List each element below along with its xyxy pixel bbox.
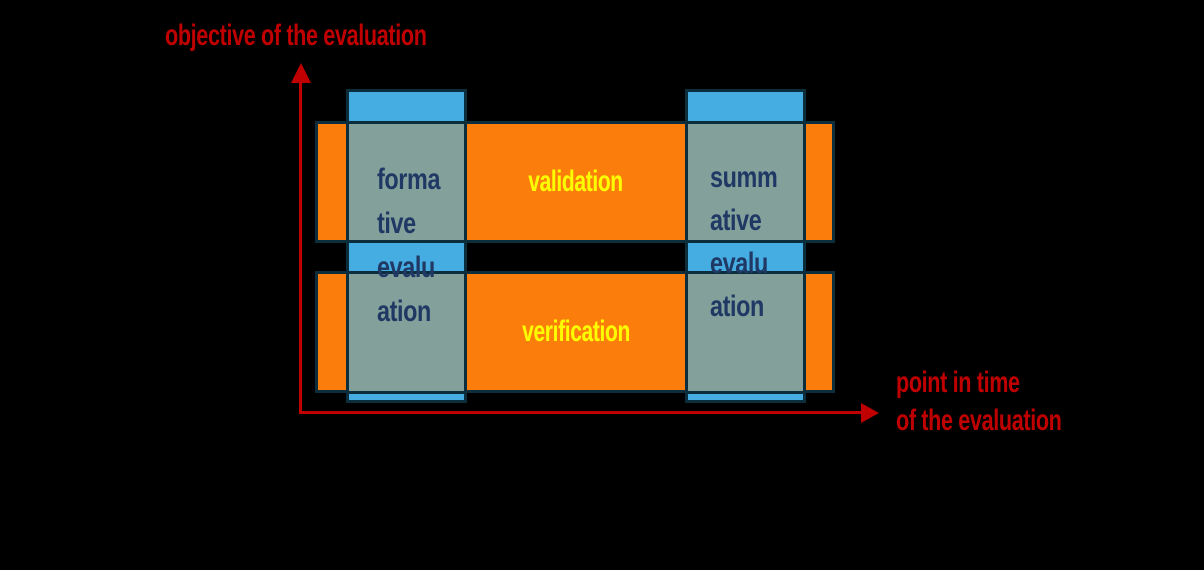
y-axis-title: objective of the evaluation <box>165 19 427 52</box>
formative-evaluation-label: forma tive evalu ation <box>377 158 440 334</box>
validation-label: validation <box>528 165 624 198</box>
summative-label-line4: ation <box>710 290 764 323</box>
summative-label-line1: summ <box>710 161 778 194</box>
verification-label-box: verification <box>467 271 685 393</box>
x-axis-title-line2: of the evaluation <box>896 404 1062 437</box>
validation-label-box: validation <box>467 121 685 243</box>
right-arrowhead-icon <box>861 403 879 423</box>
summative-label-line2: ative <box>710 204 762 237</box>
formative-evaluation-bar <box>346 89 467 403</box>
x-axis-line <box>299 411 865 414</box>
x-axis-title-line1: point in time <box>896 366 1020 399</box>
summative-evaluation-bar <box>685 89 806 403</box>
formative-label-line1: forma <box>377 163 441 196</box>
x-axis-title: point in time of the evaluation <box>896 364 1062 440</box>
formative-label-line4: ation <box>377 295 431 328</box>
summative-label-line3: evalu <box>710 247 768 280</box>
verification-label: verification <box>522 315 630 348</box>
up-arrowhead-icon <box>291 63 311 83</box>
summative-evaluation-label: summ ative evalu ation <box>710 156 778 328</box>
formative-label-line3: evalu <box>377 251 435 284</box>
formative-label-line2: tive <box>377 207 416 240</box>
y-axis-line <box>299 82 302 414</box>
